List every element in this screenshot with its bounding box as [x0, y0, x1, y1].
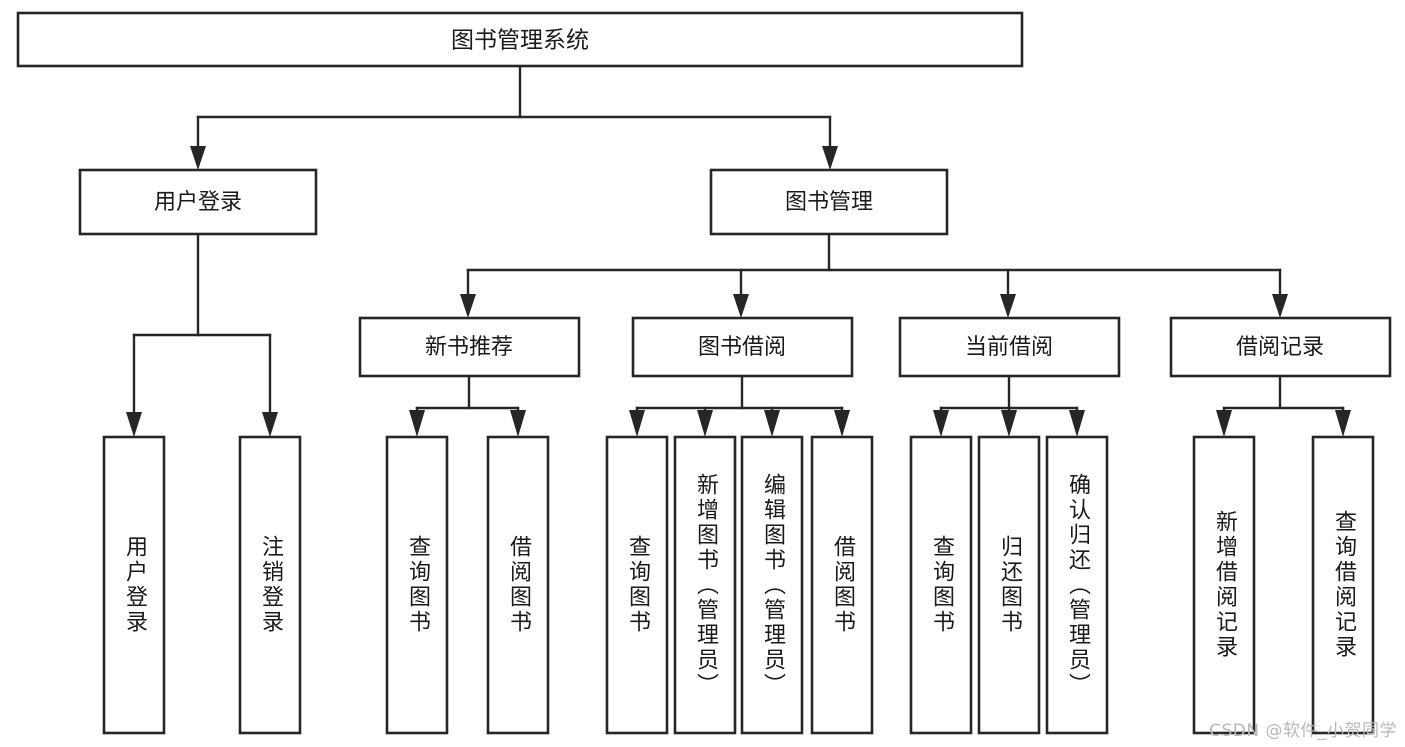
node-user-login-label: 用户登录 [154, 190, 242, 215]
connector-layer [126, 64, 1351, 437]
node-root-label: 图书管理系统 [451, 28, 589, 54]
node-current-borrow[interactable]: 当前借阅 [898, 316, 1121, 378]
leaf-box-recommend-2[interactable] [486, 435, 550, 735]
arrow-borrow-leaf-4 [834, 410, 850, 437]
arrow-current-leaf-3 [1069, 410, 1085, 437]
node-root[interactable]: 图书管理系统 [16, 11, 1024, 68]
node-layer: 图书管理系统 用户登录 图书管理 新书推荐 图书借阅 当前 [16, 11, 1392, 735]
node-book-borrow[interactable]: 图书借阅 [631, 316, 854, 378]
arrow-to-leaf-logout [262, 412, 278, 437]
arrow-current-leaf-2 [1001, 410, 1017, 437]
arrow-borrow-leaf-2 [697, 410, 713, 437]
arrow-recommend-leaf-2 [510, 410, 526, 437]
leaf-box-borrow-3[interactable] [740, 435, 804, 735]
leaf-box-record-2[interactable] [1311, 435, 1375, 735]
arrow-borrow-leaf-1 [629, 410, 645, 437]
arrow-to-new-book-recommend [460, 294, 476, 318]
node-borrow-record-label: 借阅记录 [1236, 335, 1324, 360]
arrow-to-book-manage [822, 146, 838, 170]
leaf-box-current-3[interactable] [1045, 435, 1109, 735]
arrow-to-current-borrow [1000, 294, 1016, 318]
leaf-box-borrow-2[interactable] [673, 435, 737, 735]
arrow-to-leaf-user-login [126, 412, 142, 437]
leaf-box-record-1[interactable] [1192, 435, 1256, 735]
arrow-to-book-borrow [733, 294, 749, 318]
arrow-current-leaf-1 [933, 410, 949, 437]
leaf-box-current-1[interactable] [909, 435, 973, 735]
leaf-box-user-login-2[interactable] [238, 435, 302, 735]
arrow-borrow-leaf-3 [764, 410, 780, 437]
leaf-box-current-2[interactable] [977, 435, 1041, 735]
arrow-to-user-login [190, 146, 206, 170]
arrow-record-leaf-2 [1335, 410, 1351, 437]
node-current-borrow-label: 当前借阅 [965, 335, 1053, 360]
csdn-watermark: CSDN @软件_小贺同学 [1209, 721, 1397, 741]
arrow-record-leaf-1 [1216, 410, 1232, 437]
leaf-box-borrow-4[interactable] [810, 435, 874, 735]
leaf-box-borrow-1[interactable] [605, 435, 669, 735]
leaf-box-recommend-1[interactable] [385, 435, 449, 735]
node-user-login[interactable]: 用户登录 [78, 168, 318, 236]
arrow-recommend-leaf-1 [409, 410, 425, 437]
node-book-manage-label: 图书管理 [785, 190, 873, 215]
node-book-borrow-label: 图书借阅 [698, 335, 786, 360]
leaf-box-user-login-1[interactable] [102, 435, 166, 735]
node-borrow-record[interactable]: 借阅记录 [1169, 316, 1392, 378]
node-new-book-recommend[interactable]: 新书推荐 [358, 316, 581, 378]
node-book-manage[interactable]: 图书管理 [709, 168, 949, 236]
arrow-to-borrow-record [1272, 294, 1288, 318]
node-new-book-recommend-label: 新书推荐 [425, 335, 513, 360]
